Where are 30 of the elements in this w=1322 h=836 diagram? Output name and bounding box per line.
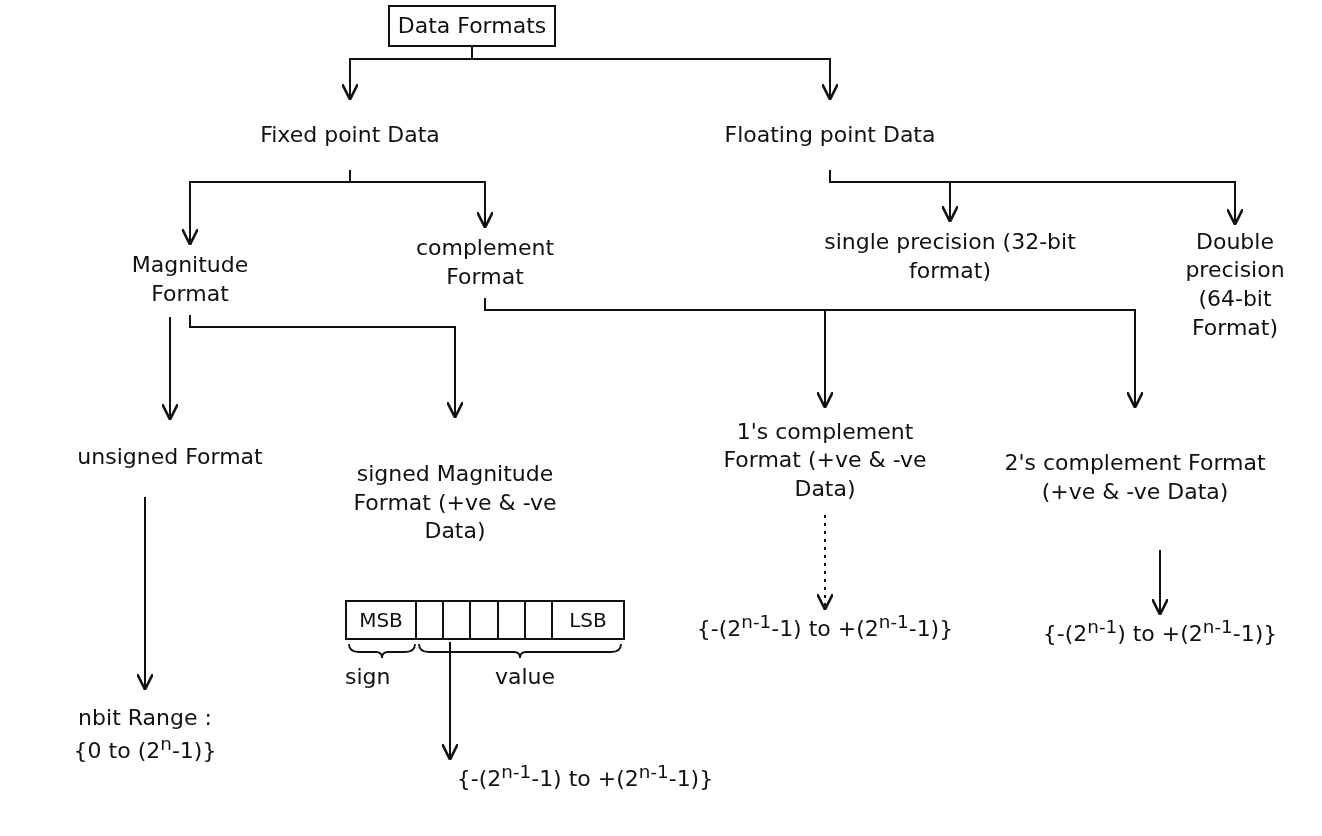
arrow <box>1150 549 1170 616</box>
arrow <box>484 297 1145 409</box>
category-label: 1's complement Format (+ve & -ve Data) <box>700 408 950 513</box>
bit-label: LSB <box>569 608 607 632</box>
arrow <box>349 169 495 229</box>
field-label: sign <box>345 664 391 689</box>
bit-label: MSB <box>359 608 403 632</box>
range-formula: {-(2$^{n-1}$) to +(2$^{n-1}$-1)} <box>1020 615 1300 715</box>
arrow <box>189 314 465 419</box>
range-formula: {-(2$^{n-1}$-1) to +(2$^{n-1}$-1)} <box>690 610 960 705</box>
range-formula: {0 to (2$^{n}$-1)} <box>73 732 217 766</box>
field-label: value <box>495 664 556 689</box>
category-label: complement Format <box>380 228 590 298</box>
arrow <box>160 316 180 421</box>
range-label: nbit Range : <box>78 703 212 732</box>
category-label: Fixed point Data <box>240 100 460 170</box>
arrow <box>135 496 155 691</box>
category-label: single precision (32-bit format) <box>820 222 1080 292</box>
category-label: unsigned Format <box>70 420 270 495</box>
arrow <box>440 641 460 761</box>
category-label: Double precision (64-bit Format) <box>1160 225 1310 345</box>
category-label: Floating point Data <box>700 100 960 170</box>
category-label: Magnitude Format <box>90 245 290 315</box>
category-label: signed Magnitude Format (+ve & -ve Data) <box>330 418 580 588</box>
title-box: Data Formats <box>388 5 556 47</box>
dotted-arrow <box>815 514 835 611</box>
arrow <box>829 169 1245 226</box>
category-label: 2's complement Format (+ve & -ve Data) <box>1000 408 1270 548</box>
range-formula: {-(2$^{n-1}$-1) to +(2$^{n-1}$-1)} <box>360 760 810 810</box>
register-drawing <box>345 600 625 640</box>
